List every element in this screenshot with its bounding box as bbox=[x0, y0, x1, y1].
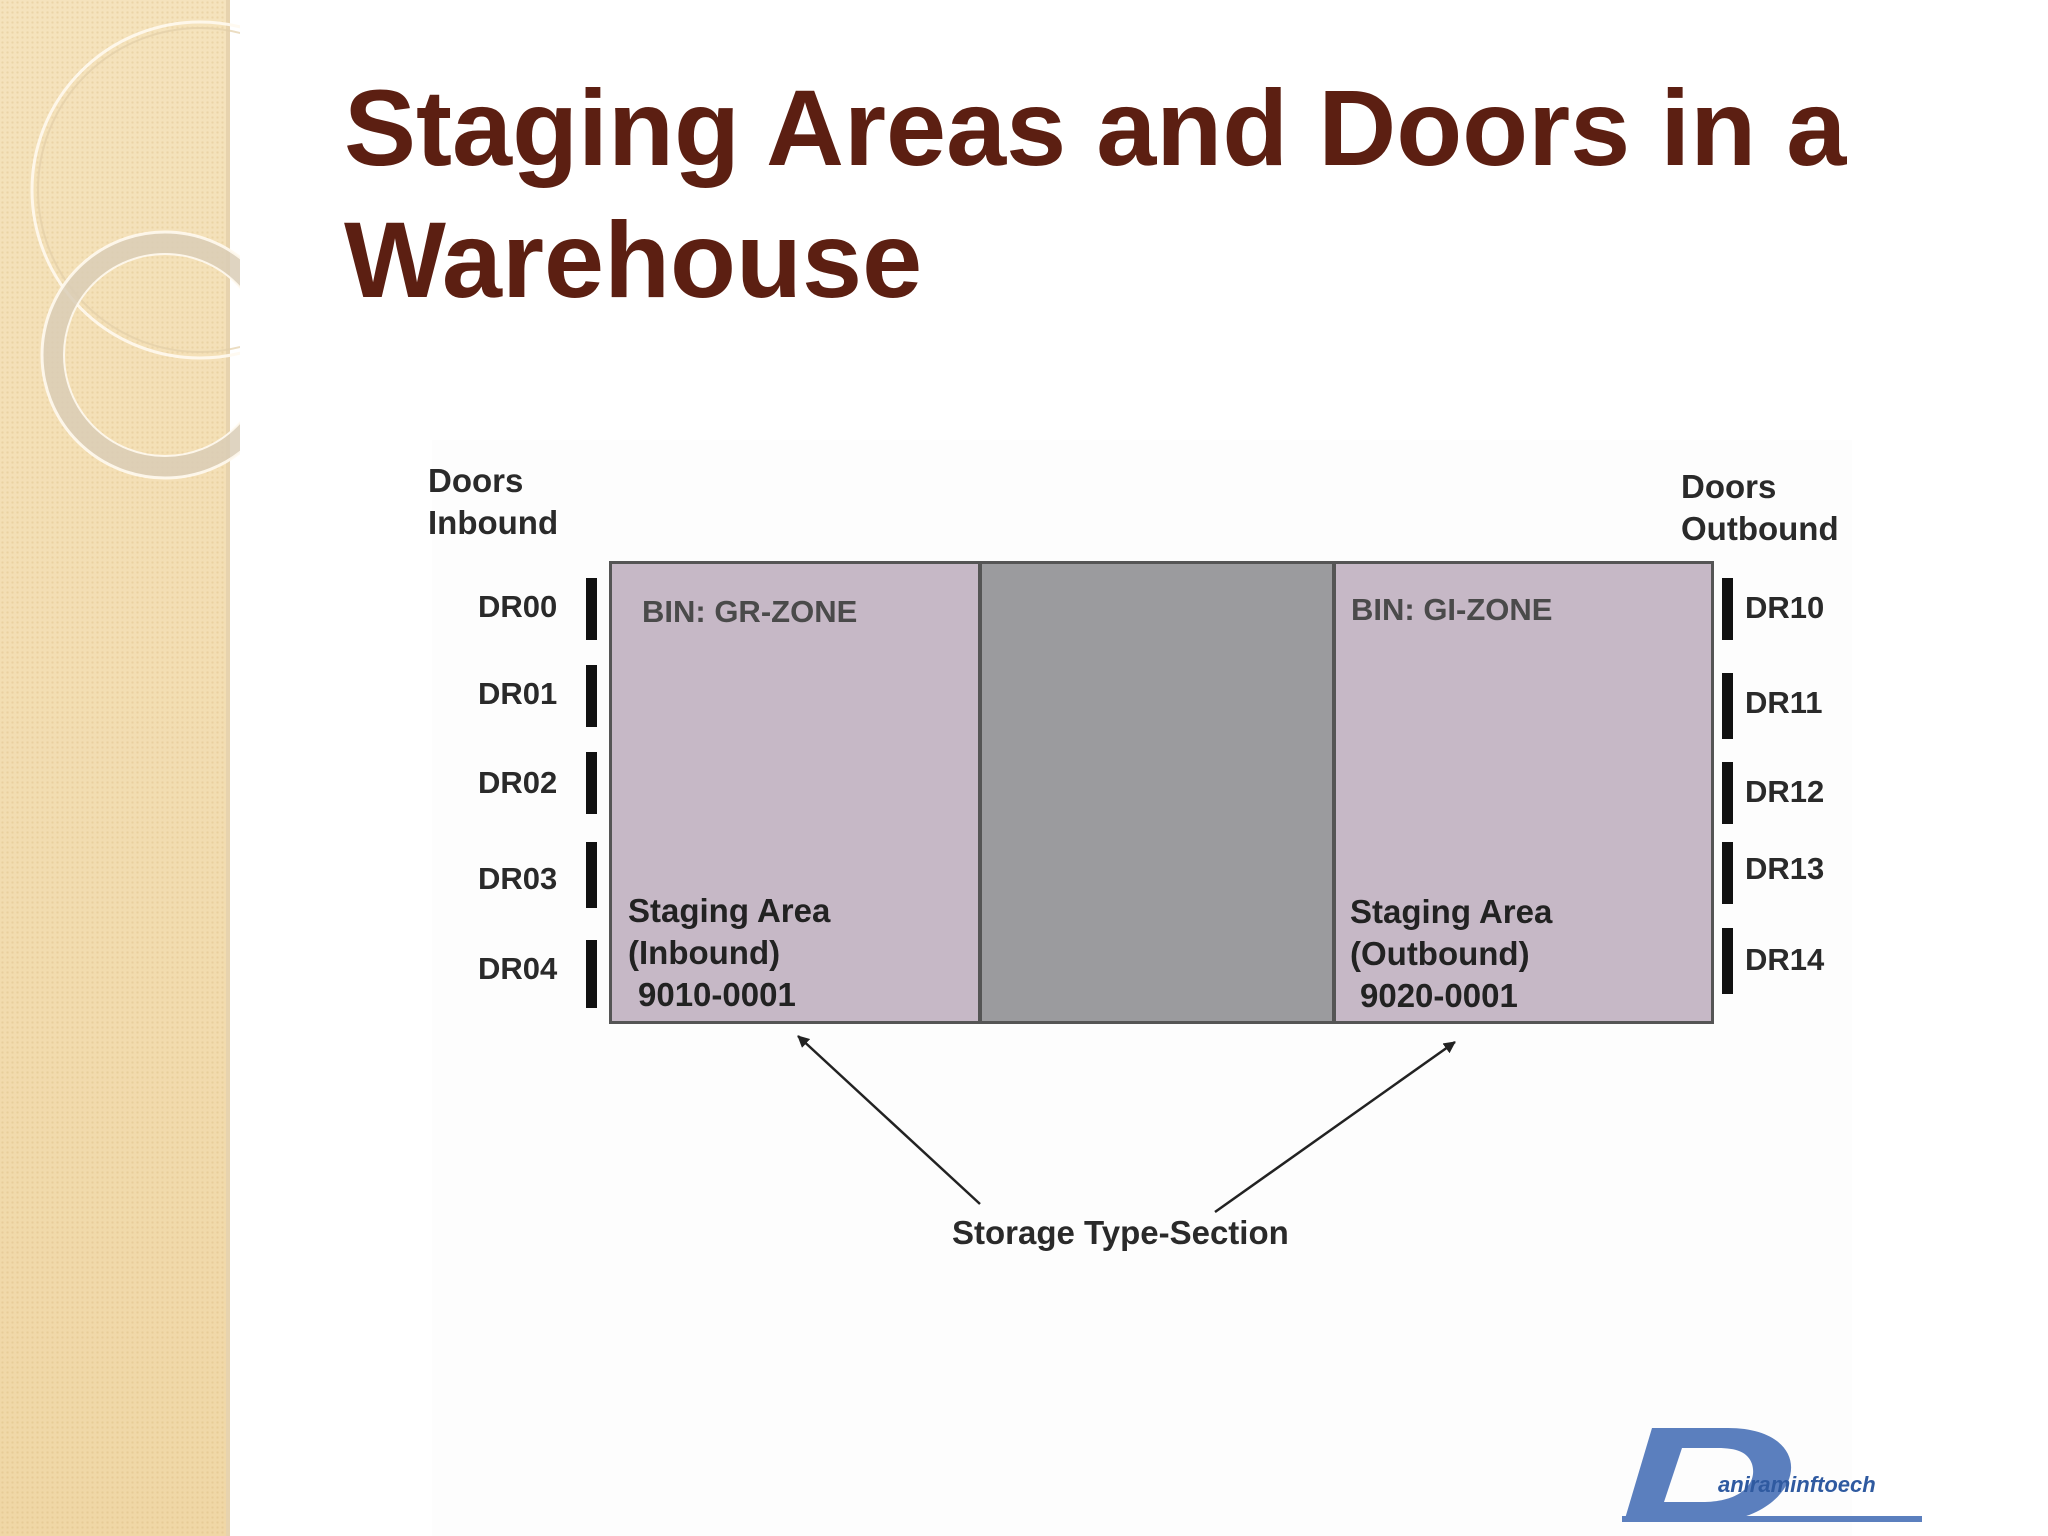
slide-title: Staging Areas and Doors in a Warehouse bbox=[344, 62, 1984, 326]
door-label-dr02: DR02 bbox=[478, 765, 558, 800]
staging-area-outbound-label: Staging Area (Outbound) 9020-0001 bbox=[1350, 891, 1552, 1017]
slide-title-line-1: Staging Areas and Doors in a bbox=[344, 67, 1847, 188]
doors-outbound-header-line-2: Outbound bbox=[1681, 510, 1839, 547]
door-label-dr14: DR14 bbox=[1745, 942, 1825, 977]
staging-area-outbound-box bbox=[1333, 561, 1714, 1024]
door-marker-dr00 bbox=[586, 578, 597, 640]
staging-area-outbound-type: (Outbound) bbox=[1350, 935, 1530, 972]
staging-area-outbound-name: Staging Area bbox=[1350, 893, 1553, 930]
decorative-circles bbox=[30, 20, 240, 480]
door-marker-dr03 bbox=[586, 842, 597, 908]
staging-area-inbound-type: (Inbound) bbox=[628, 934, 781, 971]
door-label-dr04: DR04 bbox=[478, 951, 558, 986]
arrow-to-inbound-staging bbox=[797, 1035, 981, 1205]
doors-inbound-header-line-1: Doors bbox=[428, 462, 524, 499]
doors-outbound-header: Doors Outbound bbox=[1681, 466, 1839, 550]
door-label-dr13: DR13 bbox=[1745, 851, 1825, 886]
door-label-dr01: DR01 bbox=[478, 676, 558, 711]
door-label-dr11: DR11 bbox=[1745, 685, 1823, 720]
door-label-dr00: DR00 bbox=[478, 589, 558, 624]
staging-area-outbound-code: 9020-0001 bbox=[1360, 977, 1518, 1014]
doors-inbound-header-line-2: Inbound bbox=[428, 504, 559, 541]
door-label-dr03: DR03 bbox=[478, 861, 558, 896]
storage-middle-section bbox=[979, 561, 1335, 1024]
door-marker-dr11 bbox=[1722, 673, 1733, 739]
door-label-dr12: DR12 bbox=[1745, 774, 1825, 809]
bin-gr-zone-label: BIN: GR-ZONE bbox=[642, 594, 858, 629]
doors-outbound-header-line-1: Doors bbox=[1681, 468, 1777, 505]
logo-d-mark bbox=[1622, 1428, 1922, 1522]
door-marker-dr04 bbox=[586, 940, 597, 1008]
logo-text: aniraminftoech bbox=[1718, 1472, 1876, 1497]
door-marker-dr02 bbox=[586, 752, 597, 814]
door-marker-dr01 bbox=[586, 665, 597, 727]
staging-area-inbound-label: Staging Area (Inbound) 9010-0001 bbox=[628, 890, 830, 1016]
door-marker-dr14 bbox=[1722, 928, 1733, 994]
staging-area-inbound-code: 9010-0001 bbox=[638, 976, 796, 1013]
bin-gi-zone-label: BIN: GI-ZONE bbox=[1351, 592, 1553, 627]
arrow-to-outbound-staging bbox=[1214, 1040, 1456, 1214]
door-marker-dr12 bbox=[1722, 762, 1733, 824]
staging-area-inbound-box bbox=[609, 561, 981, 1024]
storage-type-section-caption: Storage Type-Section bbox=[952, 1214, 1289, 1251]
door-marker-dr10 bbox=[1722, 578, 1733, 640]
slide-title-line-2: Warehouse bbox=[344, 199, 923, 320]
door-label-dr10: DR10 bbox=[1745, 590, 1825, 625]
company-logo: aniraminftoech bbox=[1610, 1424, 1930, 1524]
staging-area-inbound-name: Staging Area bbox=[628, 892, 831, 929]
doors-inbound-header: Doors Inbound bbox=[428, 460, 558, 544]
side-strip-edge bbox=[226, 0, 230, 1536]
door-marker-dr13 bbox=[1722, 842, 1733, 904]
